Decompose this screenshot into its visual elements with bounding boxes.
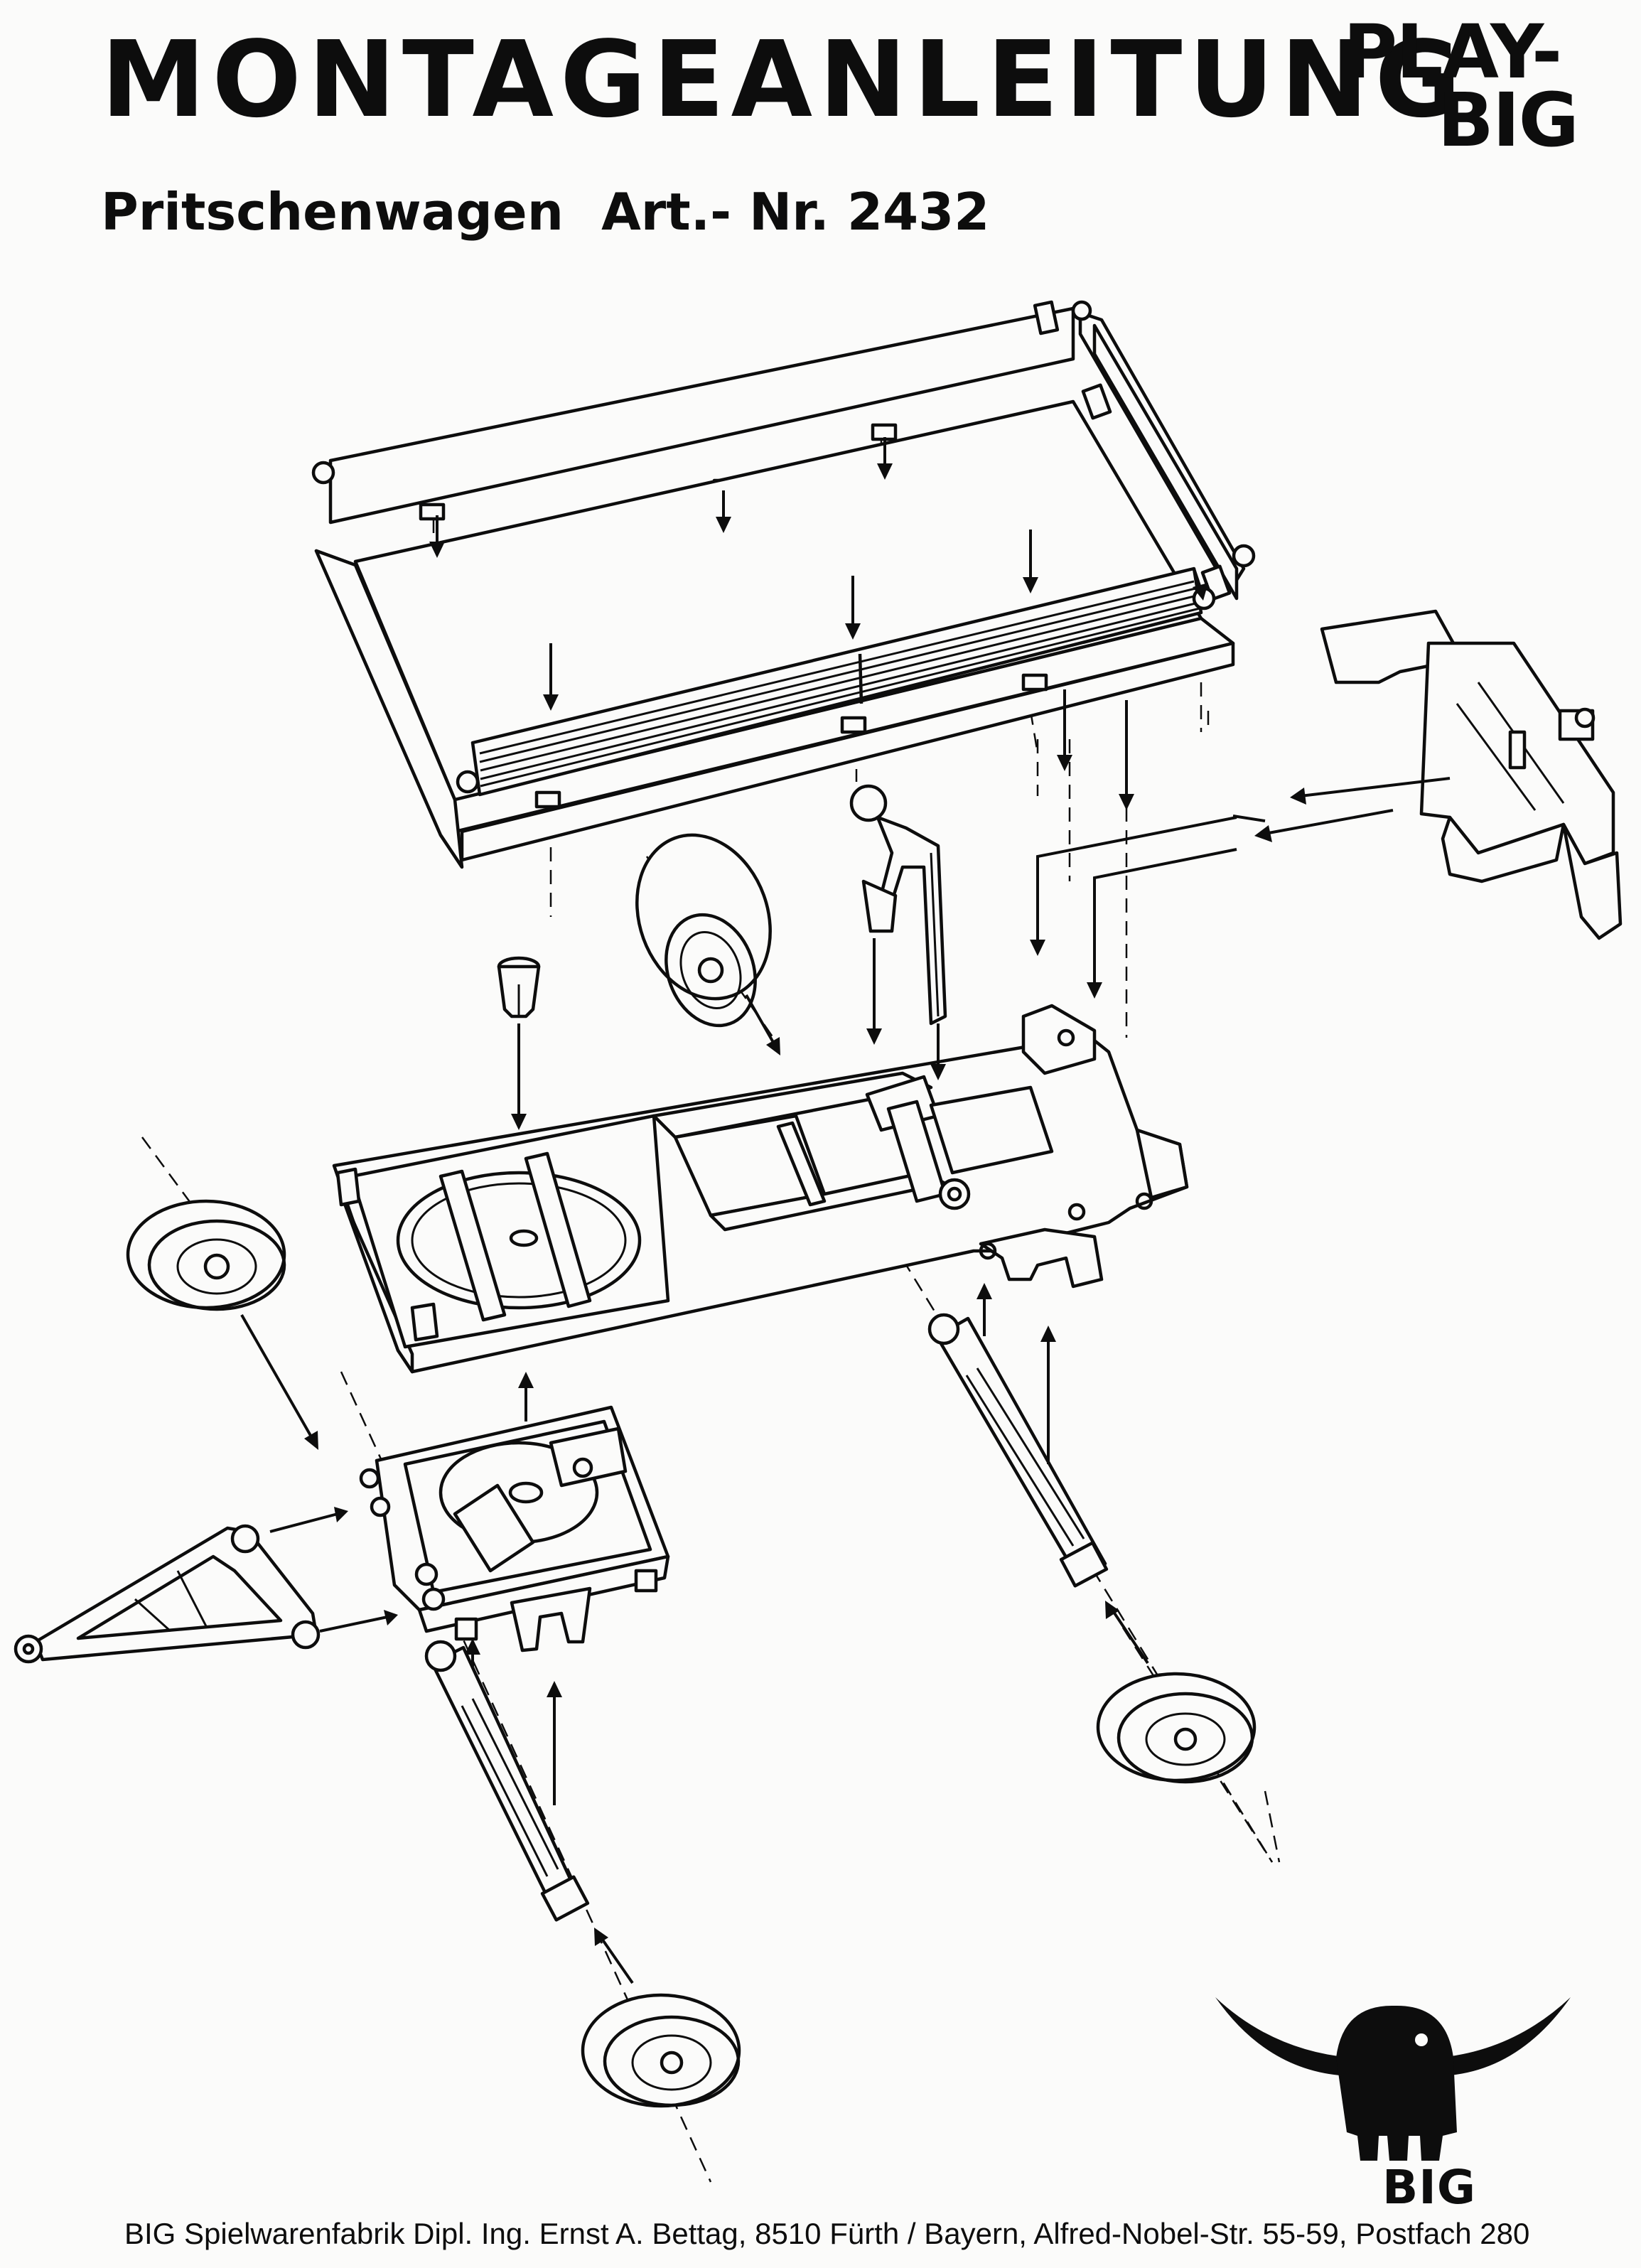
assembly-arrows bbox=[240, 437, 1451, 1984]
locking-pin bbox=[497, 956, 541, 1019]
brand-line-2: BIG bbox=[1437, 76, 1579, 163]
side-panel-rear bbox=[311, 300, 1075, 525]
brand-line-1: PLAY- bbox=[1343, 9, 1562, 95]
axle-shaft-front bbox=[424, 1640, 590, 1922]
wheel-left bbox=[126, 1199, 286, 1311]
article-number: Art.- Nr. 2432 bbox=[601, 182, 990, 242]
drawbar bbox=[14, 1524, 321, 1664]
front-panel-ribbed bbox=[456, 566, 1216, 809]
big-elephant-logo bbox=[1215, 1997, 1571, 2161]
brand-wordmark: PLAY- BIG bbox=[1343, 9, 1599, 163]
big-logo-label: BIG bbox=[1382, 2160, 1477, 2215]
truck-bed bbox=[314, 399, 1235, 869]
side-panel-right bbox=[1050, 300, 1256, 601]
wheel-right bbox=[1096, 1672, 1257, 1784]
document-title: MONTAGEANLEITUNG bbox=[101, 18, 1468, 141]
tailgate-bracket bbox=[1320, 609, 1623, 940]
tow-hook bbox=[849, 784, 947, 1026]
wheel-upper bbox=[635, 833, 772, 1028]
footer-address: BIG Spielwarenfabrik Dipl. Ing. Ernst A.… bbox=[124, 2217, 1530, 2250]
product-subtitle: Pritschenwagen Art.- Nr. 2432 bbox=[101, 186, 1009, 237]
product-name: Pritschenwagen bbox=[101, 182, 564, 242]
wheel-bottom bbox=[581, 1993, 741, 2108]
axle-shaft-rear bbox=[927, 1313, 1109, 1588]
front-axle-plate bbox=[359, 1405, 670, 1652]
chassis-frame bbox=[332, 1004, 1189, 1374]
